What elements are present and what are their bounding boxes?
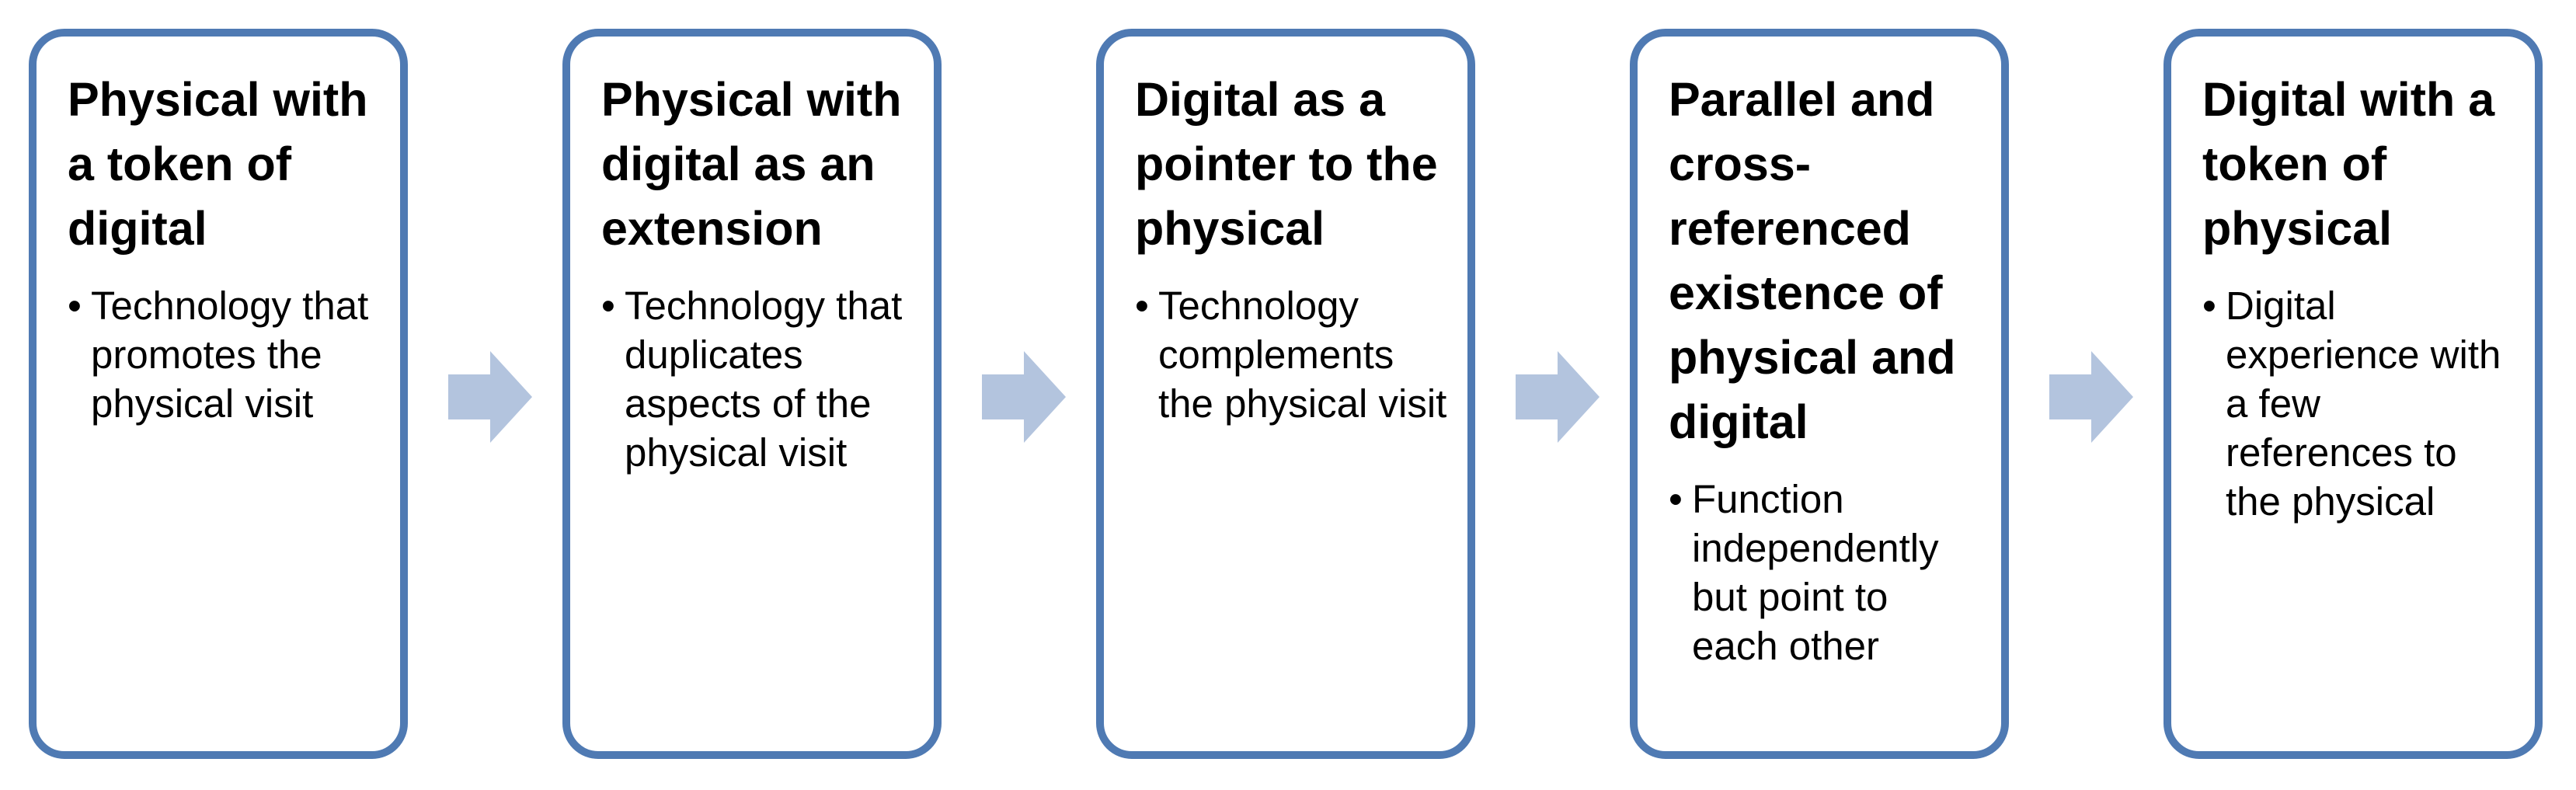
- step-bullet-text: Digital experience with a few references…: [2226, 284, 2501, 524]
- step-box-1: Physical with a token of digital • Techn…: [29, 29, 408, 759]
- right-arrow-icon: [2049, 351, 2133, 443]
- step-bullet: • Function independently but point to ea…: [1669, 475, 1981, 670]
- step-bullet-text: Technology that promotes the physical vi…: [91, 284, 369, 426]
- step-title: Physical with a token of digital: [68, 73, 368, 255]
- step-bullet: • Digital experience with a few referenc…: [2202, 281, 2515, 526]
- step-bullet-text: Function independently but point to each…: [1692, 477, 1939, 668]
- step-box-4: Parallel and cross-referenced existence …: [1630, 29, 2009, 759]
- step-bullet-text: Technology that duplicates aspects of th…: [625, 284, 903, 475]
- step-bullet: • Technology complements the physical vi…: [1135, 281, 1447, 428]
- step-title: Parallel and cross-referenced existence …: [1669, 73, 1956, 448]
- step-title: Digital with a token of physical: [2202, 73, 2495, 255]
- step-title: Digital as a pointer to the physical: [1135, 73, 1438, 255]
- bullet-dot: •: [2202, 284, 2216, 328]
- bullet-dot: •: [68, 284, 82, 328]
- step-bullet-text: Technology complements the physical visi…: [1158, 284, 1447, 426]
- step-box-3: Digital as a pointer to the physical • T…: [1096, 29, 1475, 759]
- step-box-5: Digital with a token of physical • Digit…: [2163, 29, 2543, 759]
- step-box-2: Physical with digital as an extension • …: [562, 29, 942, 759]
- step-bullet: • Technology that duplicates aspects of …: [601, 281, 914, 477]
- step-bullet: • Technology that promotes the physical …: [68, 281, 380, 428]
- right-arrow-icon: [1516, 351, 1600, 443]
- right-arrow-icon: [982, 351, 1066, 443]
- bullet-dot: •: [1135, 284, 1149, 328]
- bullet-dot: •: [1669, 477, 1683, 521]
- bullet-dot: •: [601, 284, 615, 328]
- right-arrow-icon: [448, 351, 532, 443]
- step-title: Physical with digital as an extension: [601, 73, 902, 255]
